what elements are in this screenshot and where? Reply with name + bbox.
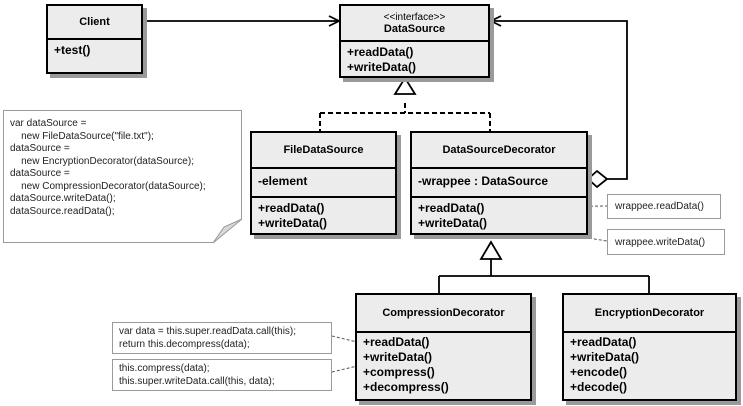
decorator-field: -wrappee : DataSource <box>418 174 549 188</box>
datasource-operations: +readData() +writeData() <box>341 42 488 78</box>
datasource-class-name: DataSource <box>383 22 446 35</box>
generalization-connector <box>438 240 650 293</box>
compression-op: +readData() <box>363 335 430 349</box>
datasource-header: <<interface>> DataSource <box>341 6 488 42</box>
code-line: dataSource = <box>10 143 70 154</box>
encryption-op: +decode() <box>570 380 628 394</box>
wrappee-read-note: wrappee.readData() <box>607 194 721 219</box>
datasource-op: +readData() <box>347 45 414 59</box>
compressiondecorator-class: CompressionDecorator +readData() +writeD… <box>355 293 532 401</box>
client-op: +test() <box>54 43 91 57</box>
filedatasource-op: +writeData() <box>258 216 328 230</box>
encryptiondecorator-class: EncryptionDecorator +readData() +writeDa… <box>562 293 737 401</box>
encryption-op: +writeData() <box>570 350 640 364</box>
compression-op: +writeData() <box>363 350 433 364</box>
code-line: dataSource = <box>10 168 70 179</box>
realization-connector <box>319 76 491 131</box>
client-operations: +test() <box>48 40 141 61</box>
code-line: new CompressionDecorator(dataSource); <box>10 180 206 192</box>
client-class: Client +test() <box>46 4 143 74</box>
note-text: return this.decompress(data); <box>119 338 250 350</box>
code-line: new EncryptionDecorator(dataSource); <box>10 155 194 167</box>
wrappee-write-note: wrappee.writeData() <box>607 229 725 255</box>
compression-class-name: CompressionDecorator <box>357 295 530 333</box>
compression-write-note: this.compress(data); this.super.writeDat… <box>112 359 332 391</box>
note-text: wrappee.writeData() <box>615 237 706 248</box>
datasourcedecorator-class: DataSourceDecorator -wrappee : DataSourc… <box>410 131 588 235</box>
decorator-fields: -wrappee : DataSource <box>412 169 586 198</box>
generalization-triangle <box>479 240 503 260</box>
code-line: dataSource.readData(); <box>10 205 115 217</box>
filedatasource-field: -element <box>258 174 308 188</box>
filedatasource-class: FileDataSource -element +readData() +wri… <box>250 131 397 235</box>
wrappee-aggregation-connector <box>491 21 628 189</box>
client-code-note: var dataSource = new FileDataSource("fil… <box>3 110 242 243</box>
code-line: var dataSource = <box>10 118 87 129</box>
compression-op: +compress() <box>363 365 435 379</box>
realization-triangle <box>393 76 417 95</box>
datasource-op: +writeData() <box>347 60 417 74</box>
encryption-op: +encode() <box>570 365 628 379</box>
interface-stereotype: <<interface>> <box>383 11 446 23</box>
compression-read-note: var data = this.super.readData.call(this… <box>112 322 332 354</box>
filedatasource-fields: -element <box>252 169 395 198</box>
note-link-wrappee-write <box>499 223 608 242</box>
encryption-operations: +readData() +writeData() +encode() +deco… <box>564 333 735 398</box>
note-text: this.compress(data); <box>119 363 210 374</box>
filedatasource-class-name: FileDataSource <box>252 133 395 169</box>
decorator-operations: +readData() +writeData() <box>412 198 586 234</box>
aggregation-diamond <box>586 169 609 189</box>
encryption-class-name: EncryptionDecorator <box>564 295 735 333</box>
code-line: dataSource.writeData(); <box>10 193 116 204</box>
compression-operations: +readData() +writeData() +compress() +de… <box>357 333 530 398</box>
decorator-op: +writeData() <box>418 216 488 230</box>
code-line: new FileDataSource("file.txt"); <box>10 130 154 142</box>
note-text: wrappee.readData() <box>615 201 704 212</box>
decorator-op: +readData() <box>418 201 485 215</box>
note-text: this.super.writeData.call(this, data); <box>119 375 275 387</box>
datasource-interface: <<interface>> DataSource +readData() +wr… <box>339 4 490 78</box>
filedatasource-operations: +readData() +writeData() <box>252 198 395 234</box>
client-class-name: Client <box>48 6 141 40</box>
filedatasource-op: +readData() <box>258 201 325 215</box>
compression-op: +decompress() <box>363 380 449 394</box>
note-text: var data = this.super.readData.call(this… <box>119 326 297 337</box>
encryption-op: +readData() <box>570 335 637 349</box>
decorator-class-name: DataSourceDecorator <box>412 133 586 169</box>
